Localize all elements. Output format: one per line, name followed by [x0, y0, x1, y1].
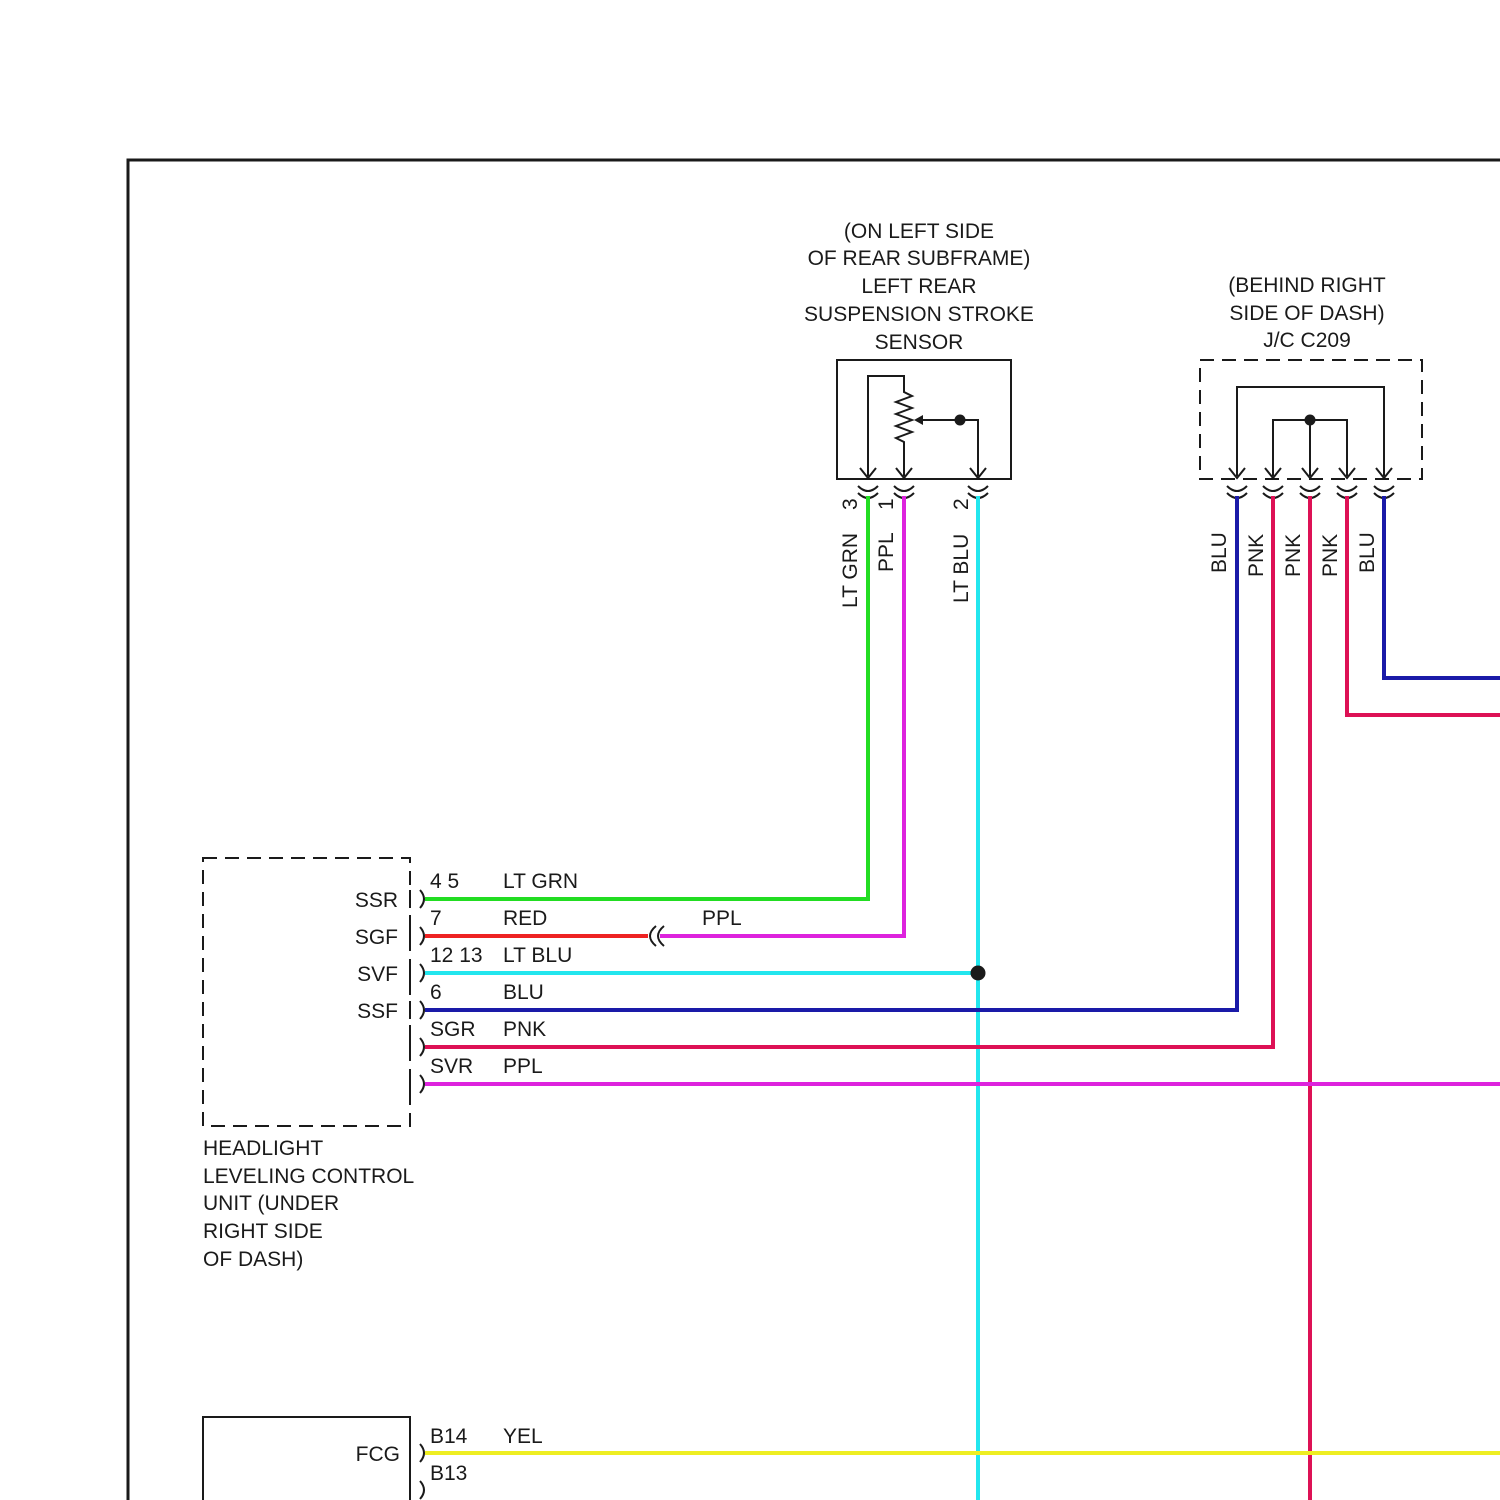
sensor-caption: (ON LEFT SIDE OF REAR SUBFRAME) LEFT REA… — [804, 220, 1034, 354]
junction-symbol — [1200, 360, 1422, 498]
wiper-arrow-icon — [914, 415, 923, 425]
row-wire-6: PPL — [503, 1055, 543, 1078]
splice-wire-label: PPL — [702, 907, 742, 930]
wire-lt-grn — [425, 496, 868, 899]
terminal-mark-icon — [410, 1001, 424, 1019]
control-unit-name-line2: LEVELING CONTROL — [203, 1165, 414, 1188]
junction-wire-labels: BLU PNK PNK PNK BLU — [1208, 532, 1379, 577]
junction-location-line2: SIDE OF DASH) — [1229, 302, 1384, 325]
row-pins-5: SGR — [430, 1018, 476, 1041]
junction-wire-label-pnk-2: PNK — [1282, 534, 1305, 577]
sensor-pin-2: 2 — [950, 498, 973, 510]
terminal-fcg: FCG — [356, 1443, 400, 1466]
row-pins-4: 6 — [430, 981, 442, 1004]
row-pins-2: 7 — [430, 907, 442, 930]
terminal-mark-icon — [410, 964, 424, 982]
junction-wire-label-pnk-1: PNK — [1245, 534, 1268, 577]
junction-caption: (BEHIND RIGHT SIDE OF DASH) J/C C209 — [1228, 274, 1386, 352]
lower-unit: FCG B14 YEL B13 — [203, 1417, 543, 1500]
sensor-location-line2: OF REAR SUBFRAME) — [808, 247, 1031, 270]
junction-node-dot — [1305, 415, 1316, 426]
terminal-mark-icon — [410, 1075, 424, 1093]
row-pins-1: 4 5 — [430, 870, 459, 893]
sensor-wire-label-lt-blu: LT BLU — [950, 534, 973, 603]
junction-wire-label-blu-2: BLU — [1356, 532, 1379, 573]
junction-wire-label-blu-1: BLU — [1208, 532, 1231, 573]
terminal-mark-icon — [410, 890, 424, 908]
potentiometer-icon — [896, 386, 912, 476]
sensor-pin-1: 1 — [875, 498, 898, 510]
junction-location-line1: (BEHIND RIGHT — [1228, 274, 1386, 297]
row-wire-3: LT BLU — [503, 944, 572, 967]
row-wire-4: BLU — [503, 981, 544, 1004]
control-unit-name-line4: RIGHT SIDE — [203, 1220, 323, 1243]
row-wire-2: RED — [503, 907, 547, 930]
sensor-name-line3: SENSOR — [875, 331, 964, 354]
sensor-location-line1: (ON LEFT SIDE — [844, 220, 994, 243]
control-unit-name-line1: HEADLIGHT — [203, 1137, 323, 1160]
sensor-node-dot — [955, 415, 966, 426]
terminal-mark-icon — [420, 1481, 424, 1499]
control-unit: SSR SGF SVF SSF 4 5 LT GRN 7 RED PPL 12 … — [203, 858, 742, 1271]
terminal-ssr: SSR — [355, 889, 398, 912]
splice-dot — [971, 966, 986, 981]
junction-name: J/C C209 — [1263, 329, 1351, 352]
sensor-symbol — [837, 360, 1011, 498]
wire-blu-right — [1384, 496, 1500, 678]
junction-bus-inner — [1273, 420, 1347, 476]
terminal-mark-icon — [410, 1038, 424, 1056]
junction-wire-label-pnk-3: PNK — [1319, 534, 1342, 577]
wire-pnk-right — [1347, 496, 1500, 715]
terminal-sgf: SGF — [355, 926, 398, 949]
wires — [425, 496, 1500, 1500]
row-wire-5: PNK — [503, 1018, 546, 1041]
pin-b13: B13 — [430, 1462, 467, 1485]
sensor-wire-label-ppl: PPL — [875, 532, 898, 572]
sensor-pin-3: 3 — [839, 498, 862, 510]
terminal-ssf: SSF — [357, 1000, 398, 1023]
wire-blu-ssf — [425, 496, 1237, 1010]
row-wire-1: LT GRN — [503, 870, 578, 893]
sensor-wire-label-lt-grn: LT GRN — [839, 533, 862, 608]
row-pins-3: 12 13 — [430, 944, 483, 967]
wire-label-yel: YEL — [503, 1425, 543, 1448]
sensor-name-line1: LEFT REAR — [861, 275, 976, 298]
control-unit-name-line5: OF DASH) — [203, 1248, 303, 1271]
terminal-svf: SVF — [357, 963, 398, 986]
pin-b14: B14 — [430, 1425, 468, 1448]
row-pins-6: SVR — [430, 1055, 473, 1078]
terminal-mark-icon — [420, 1444, 424, 1462]
wiper-line — [916, 420, 978, 476]
terminal-mark-icon — [410, 927, 424, 945]
sensor-name-line2: SUSPENSION STROKE — [804, 303, 1034, 326]
control-unit-name-line3: UNIT (UNDER — [203, 1192, 339, 1215]
